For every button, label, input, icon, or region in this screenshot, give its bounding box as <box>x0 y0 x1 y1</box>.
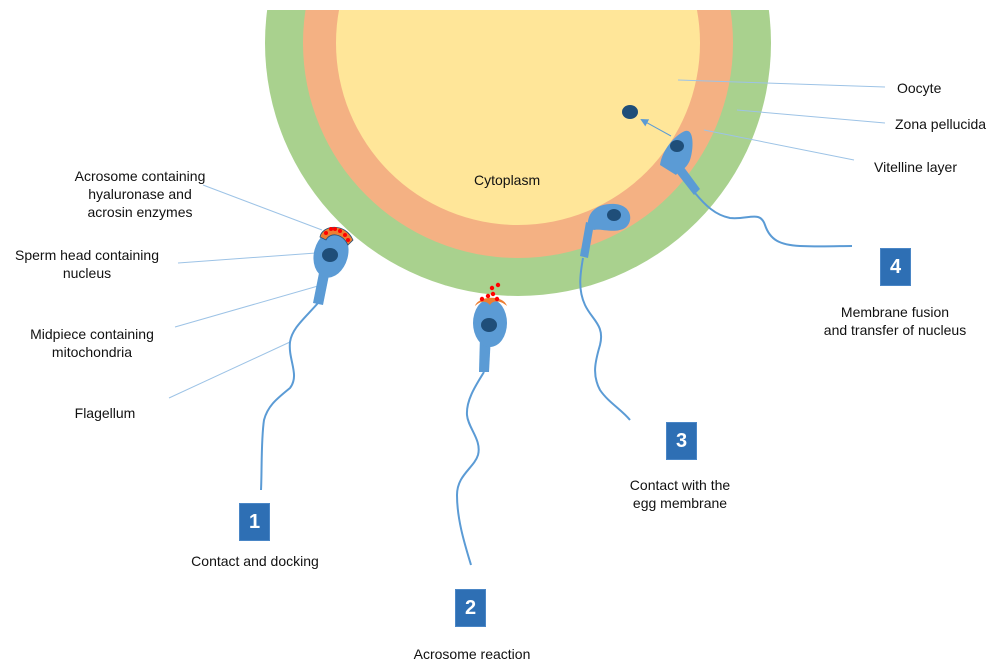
flagellum <box>260 302 319 491</box>
nucleus <box>322 248 338 262</box>
label-line: mitochondria <box>51 344 133 360</box>
step-2-caption: Acrosome reaction <box>400 645 544 663</box>
label-zona-pellucida: Zona pellucida <box>895 116 987 132</box>
leader-zona <box>736 109 886 124</box>
step-1-caption: Contact and docking <box>180 552 330 570</box>
leader-head <box>177 252 317 264</box>
enzyme-dots <box>324 227 350 242</box>
caption-line: Acrosome reaction <box>413 646 531 662</box>
step-1-badge: 1 <box>239 503 270 541</box>
caption-line: and transfer of nucleus <box>823 322 967 338</box>
nucleus <box>607 209 621 221</box>
label-midpiece: Midpiece containing mitochondria <box>17 325 167 361</box>
egg <box>265 10 771 296</box>
sperm-3 <box>579 203 631 421</box>
label-line: hyaluronase and <box>88 186 192 202</box>
flagellum <box>694 192 853 248</box>
caption-line: Contact with the <box>629 477 731 493</box>
label-line: Flagellum <box>74 405 136 421</box>
label-acrosome: Acrosome containing hyaluronase and acro… <box>55 167 225 221</box>
nucleus-transfer-arrow <box>640 119 672 137</box>
leader-midpiece <box>174 285 319 328</box>
flagellum <box>455 371 485 566</box>
acrosome-cap <box>319 226 354 246</box>
transferred-nucleus <box>622 105 638 119</box>
leader-vitelline <box>703 129 855 161</box>
step-4-caption: Membrane fusion and transfer of nucleus <box>815 303 975 339</box>
step-3-caption: Contact with the egg membrane <box>605 476 755 512</box>
nucleus <box>481 318 497 332</box>
flagellum <box>579 257 631 421</box>
sperm-1 <box>260 226 354 491</box>
leader-flagellum <box>168 341 291 399</box>
sperm-4 <box>622 105 853 248</box>
cytoplasm-label: Cytoplasm <box>474 172 541 188</box>
leader-acrosome <box>202 184 323 231</box>
leader-oocyte <box>677 79 886 88</box>
label-oocyte: Oocyte <box>897 80 942 96</box>
label-flagellum: Flagellum <box>60 404 150 422</box>
label-line: Midpiece containing <box>30 326 154 342</box>
leader-lines <box>168 79 886 399</box>
label-vitelline-layer: Vitelline layer <box>874 159 958 175</box>
released-enzyme-dots <box>479 282 501 302</box>
label-line: nucleus <box>62 265 112 281</box>
cytoplasm-region <box>336 10 700 225</box>
caption-line: egg membrane <box>632 495 728 511</box>
label-sperm-head: Sperm head containing nucleus <box>7 246 167 282</box>
step-2-badge: 2 <box>455 589 486 627</box>
nucleus <box>670 140 684 152</box>
label-line: acrosin enzymes <box>87 204 193 220</box>
caption-line: Membrane fusion <box>840 304 950 320</box>
sperm-2 <box>455 282 507 566</box>
caption-line: Contact and docking <box>191 553 319 569</box>
step-3-badge: 3 <box>666 422 697 460</box>
step-4-badge: 4 <box>880 248 911 286</box>
sperm-head <box>660 130 693 175</box>
label-line: Sperm head containing <box>15 247 159 263</box>
label-line: Acrosome containing <box>74 168 206 184</box>
midpiece <box>580 222 594 258</box>
midpiece <box>676 166 700 195</box>
